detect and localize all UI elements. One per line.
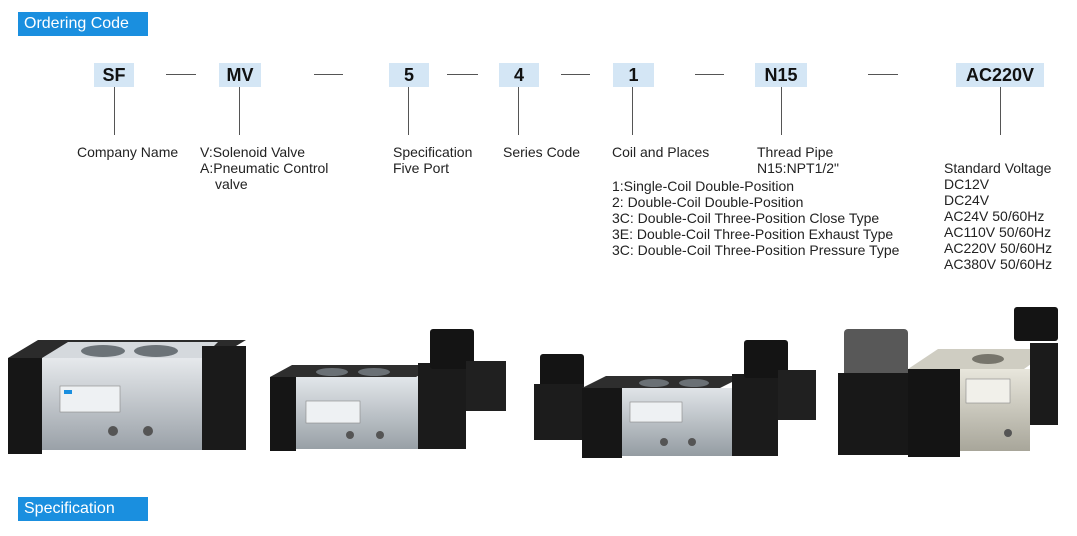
connector-line [408,87,409,135]
solenoid-valve-double-image [534,340,816,458]
code-valve-type: MV [219,63,261,87]
solenoid-valve-single-image [270,329,506,451]
label-company-name: Company Name [77,144,179,160]
coil-option: 3C: Double-Coil Three-Position Close Typ… [612,210,880,226]
voltage-option: AC24V 50/60Hz [944,208,1045,224]
voltage-option: DC24V [944,192,990,208]
solenoid-valve-closeup-image [838,307,1058,457]
separator-dash [695,74,724,75]
separator-dash [166,74,196,75]
code-thread: N15 [755,63,807,87]
code-coil: 1 [613,63,654,87]
connector-line [632,87,633,135]
connector-line [518,87,519,135]
label-valve-v: V:Solenoid Valve [200,144,306,160]
voltage-option: AC110V 50/60Hz [944,224,1052,240]
connector-line [781,87,782,135]
separator-dash [314,74,343,75]
coil-option: 1:Single-Coil Double-Position [612,178,795,194]
code-series: 4 [499,63,539,87]
coil-option: 2: Double-Coil Double-Position [612,194,804,210]
voltage-heading: Standard Voltage [944,160,1052,176]
specification-heading: Specification [18,497,148,521]
connector-line [239,87,240,135]
code-spec: 5 [389,63,429,87]
ordering-code-heading: Ordering Code [18,12,148,36]
voltage-options-list: Standard Voltage DC12V DC24V AC24V 50/60… [944,160,1052,272]
voltage-option: DC12V [944,176,990,192]
pneumatic-valve-image [8,340,246,454]
separator-dash [868,74,898,75]
label-thread-pipe: Thread Pipe [757,144,834,160]
label-spec: Specification [393,144,473,160]
code-company: SF [94,63,134,87]
label-valve-a-cont: valve [215,176,248,192]
coil-options-list: 1:Single-Coil Double-Position 2: Double-… [612,178,899,258]
voltage-option: AC380V 50/60Hz [944,256,1053,272]
label-five-port: Five Port [393,160,450,176]
label-series-code: Series Code [503,144,581,160]
connector-line [1000,87,1001,135]
separator-dash [561,74,590,75]
coil-option: 3E: Double-Coil Three-Position Exhaust T… [612,226,894,242]
voltage-option: AC220V 50/60Hz [944,240,1053,256]
code-voltage: AC220V [956,63,1044,87]
connector-line [114,87,115,135]
coil-option: 3C: Double-Coil Three-Position Pressure … [612,242,900,258]
label-valve-a: A:Pneumatic Control [200,160,329,176]
label-thread-n15: N15:NPT1/2" [757,160,840,176]
separator-dash [447,74,478,75]
label-coil-places: Coil and Places [612,144,710,160]
